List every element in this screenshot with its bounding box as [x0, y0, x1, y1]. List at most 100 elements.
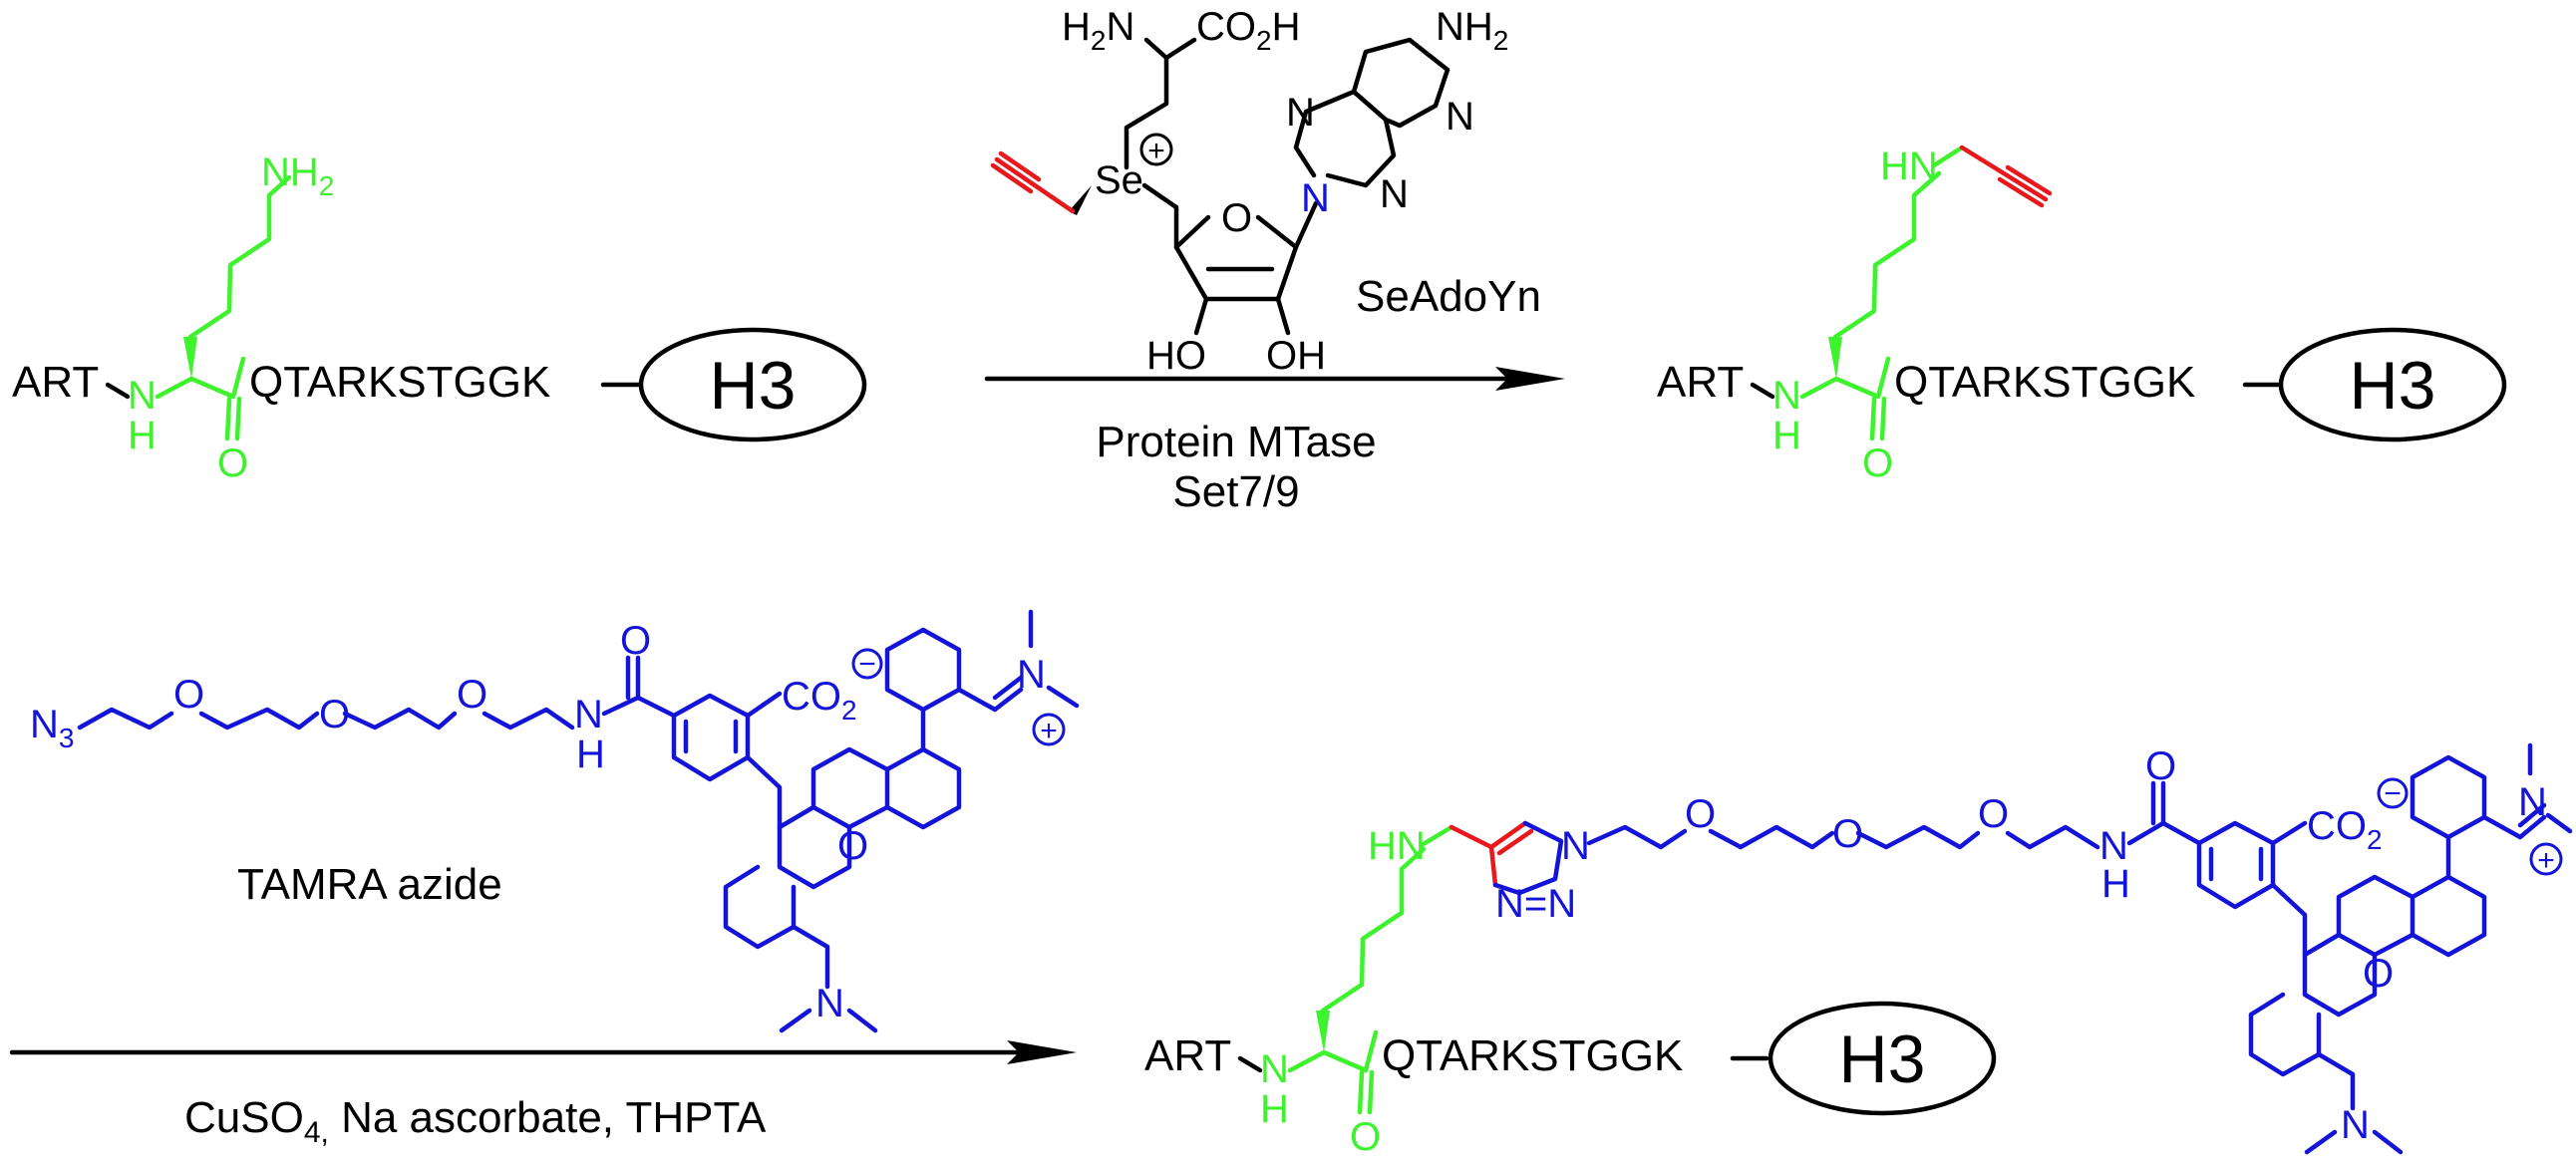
- art-prefix-label: ART: [12, 358, 99, 407]
- lysine-wedge-bond: [183, 337, 197, 379]
- product1-nh-h-label: H: [1772, 414, 1801, 457]
- product1-nh-n-label: N: [1772, 374, 1801, 418]
- tamra-name-label: TAMRA azide: [237, 860, 502, 909]
- cofactor-se-wedge: [1069, 185, 1092, 215]
- cofactor-glycosidic-bond: [1293, 200, 1319, 250]
- iminium-charge-circle: [1032, 713, 1066, 746]
- cofactor-h2n-label: H2N: [1062, 5, 1134, 56]
- product2-amine-n-label: N: [2341, 1103, 2370, 1147]
- product1-carbonyl: [1869, 396, 1887, 441]
- carboxylate-bond: [745, 691, 783, 719]
- product1-side-chain: [1832, 170, 1942, 340]
- product1-alkyne: [1959, 145, 2053, 208]
- product1-lysine-backbone: [1799, 356, 1891, 400]
- product2-carbonyl-o-label: O: [1350, 1115, 1381, 1159]
- adenine-n9-label: N: [1301, 176, 1330, 220]
- product2-triazole-n1-label: N: [1561, 824, 1590, 868]
- product2-carboxylate-charge-circle: [2377, 777, 2409, 809]
- lysine-nh2-label: NH2: [261, 150, 334, 201]
- amide-o-label: O: [620, 619, 651, 663]
- product1-h3-label: H3: [2350, 348, 2436, 424]
- xanthene-o-label: O: [837, 824, 868, 868]
- propargyl-alkyne: [990, 150, 1076, 214]
- product2-iminium-methyls: [2527, 742, 2573, 834]
- product2-iminium-plus-label: +: [2537, 844, 2555, 877]
- step1-enzyme-label: Protein MTase: [1096, 418, 1376, 466]
- lysine-side-chain: [187, 174, 292, 340]
- h3-protein-label: H3: [710, 348, 797, 424]
- product2-wedge-bond: [1316, 1011, 1330, 1052]
- product2-nh-n-label: N: [1260, 1047, 1289, 1091]
- carboxylate-label: CO2: [782, 675, 857, 726]
- step2-arrow: CuSO4, Na ascorbate, THPTA: [9, 1040, 1077, 1149]
- xanthene-rings: [723, 627, 998, 950]
- product2-iminium-charge-circle: [2529, 842, 2563, 876]
- amine-methyls: [779, 1008, 878, 1033]
- product2-side-chain: [1320, 846, 1427, 1014]
- product2-peg-o1-label: O: [1685, 792, 1716, 836]
- product2-art-bond: [1237, 1055, 1263, 1073]
- iminium-plus-label: +: [1040, 715, 1058, 747]
- peptide-sequence-label: QTARKSTGGK: [249, 358, 550, 407]
- product1-art-bond: [1750, 382, 1775, 400]
- product2-iminium-double-bond: [2517, 802, 2547, 840]
- carboxylate-minus-label: −: [858, 648, 876, 681]
- product2-amine-methyls: [2304, 1129, 2404, 1155]
- step1-arrowhead: [1495, 367, 1565, 391]
- product2-nh-h-label: H: [1260, 1087, 1289, 1131]
- peg-o2-label: O: [319, 693, 350, 736]
- product2-lysine-backbone: [1287, 1029, 1379, 1073]
- product2-sequence-label: QTARKSTGGK: [1382, 1031, 1683, 1080]
- labeled-peptide: ART N H O HN N N=N O O O N H O CO2 − O N…: [1144, 742, 2573, 1159]
- h3-protein-ellipse: [638, 327, 867, 442]
- cofactor-seadoyn: H2N CO2H Se + O HO OH N N N N NH2 SeAdoY…: [990, 5, 1541, 378]
- starting-peptide: ART N H O NH2 QTARKSTGGK H3: [12, 150, 867, 485]
- iminium-n-label: N: [1017, 653, 1046, 697]
- product2-amide-n-label: N: [2099, 824, 2128, 868]
- lysine-carbonyl-o-label: O: [217, 441, 248, 485]
- xanthene-link-bond: [745, 754, 783, 830]
- product2-peg-o3-label: O: [1978, 792, 2009, 836]
- product1-nh-ch2-bond: [1931, 145, 1965, 168]
- step1-arrow: Protein MTase Set7/9: [984, 367, 1565, 516]
- product2-hn-label: HN: [1368, 824, 1426, 868]
- product2-benzoate-ring: [2196, 820, 2276, 910]
- cofactor-methionine-chain: [1124, 37, 1197, 170]
- product2-carboxylate-minus-label: −: [2384, 777, 2402, 810]
- cofactor-co2h-label: CO2H: [1196, 5, 1300, 56]
- product2-xanthene-rings: [2248, 754, 2523, 1077]
- cofactor-se-plus-label: +: [1147, 135, 1165, 167]
- lysine-carbonyl: [224, 396, 242, 441]
- product2-peg-o2-label: O: [1832, 812, 1863, 856]
- cofactor-se-charge-circle: [1139, 133, 1173, 166]
- step1-enzyme-name-label: Set7/9: [1172, 467, 1299, 516]
- product2-amide-o-label: O: [2145, 744, 2176, 788]
- peg-o1-label: O: [173, 673, 204, 717]
- adenine-rings: [1293, 37, 1450, 188]
- product2-xanthene-link-bond: [2270, 882, 2308, 958]
- iminium-double-bond: [992, 675, 1024, 713]
- amide-carbonyl: [601, 655, 677, 719]
- adenine-n3-label: N: [1380, 172, 1409, 216]
- amide-h-label: H: [576, 732, 605, 776]
- peg-linker: [77, 707, 575, 730]
- peg-o3-label: O: [457, 673, 487, 717]
- lysine-backbone: [155, 356, 246, 400]
- product2-amide-carbonyl: [2126, 780, 2202, 846]
- product2-h3-ellipse: [1768, 1001, 1997, 1116]
- product2-carboxylate-label: CO2: [2307, 804, 2383, 855]
- iminium-methyls: [1028, 609, 1080, 709]
- product1-art-prefix-label: ART: [1657, 358, 1744, 407]
- amine-bond: [791, 924, 830, 990]
- product2-amine-bond: [2316, 1051, 2356, 1111]
- lysine-nh-n-label: N: [128, 374, 157, 418]
- product2-carbonyl: [1357, 1069, 1375, 1115]
- step2-reagents-label: CuSO4, Na ascorbate, THPTA: [184, 1093, 767, 1149]
- art-bond: [105, 382, 131, 400]
- cofactor-name-label: SeAdoYn: [1356, 272, 1541, 321]
- carboxylate-charge-circle: [851, 648, 883, 680]
- product1-h3-ellipse: [2278, 327, 2507, 442]
- product1-wedge-bond: [1828, 337, 1842, 379]
- product2-art-prefix-label: ART: [1144, 1031, 1231, 1080]
